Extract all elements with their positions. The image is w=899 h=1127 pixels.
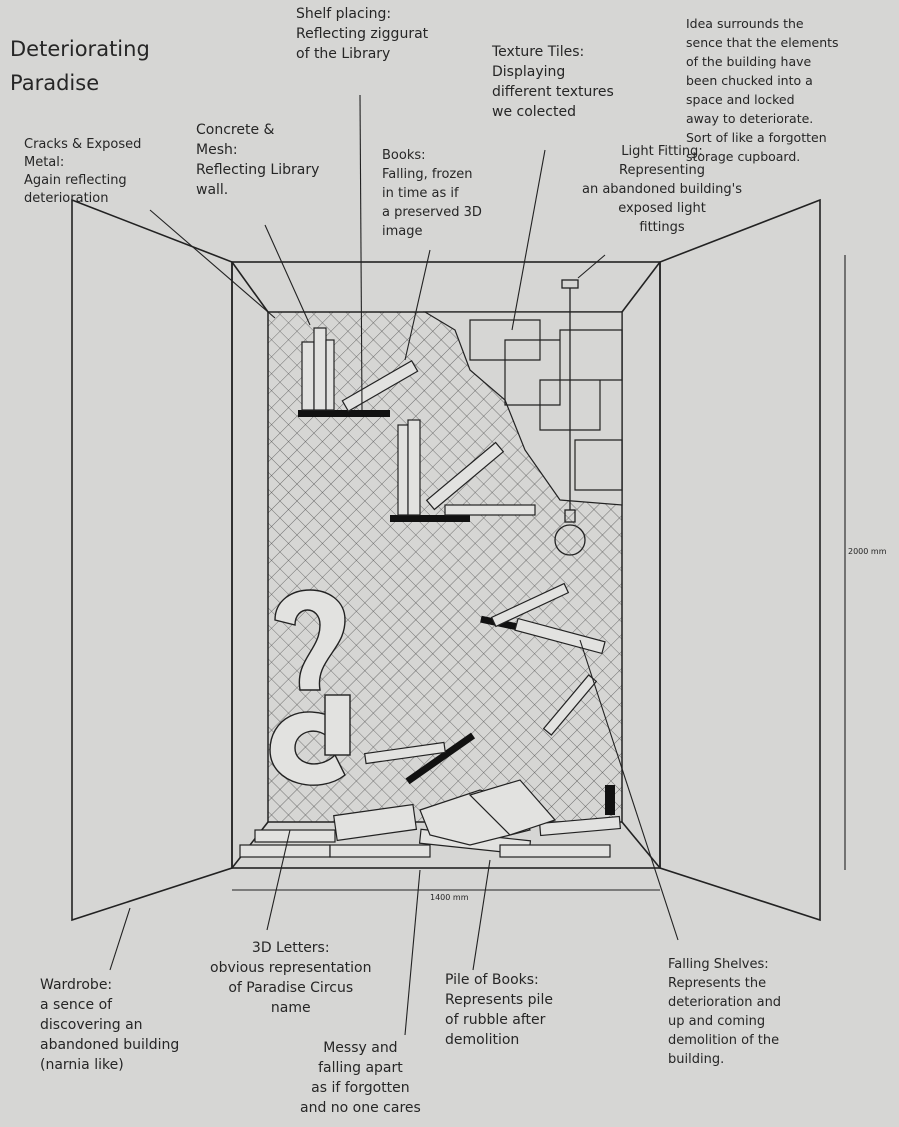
note-falling-shelves: Falling Shelves: Represents the deterior…	[668, 957, 782, 1067]
note-shelf-placing: Shelf placing: Reflecting ziggurat of th…	[296, 6, 429, 62]
right-door	[659, 198, 821, 922]
wardrobe-frame	[231, 261, 661, 869]
note-texture-tiles: Texture Tiles: Displaying different text…	[492, 44, 614, 120]
width-dimension-label: 1400 mm	[430, 893, 469, 902]
note-messy: Messy and falling apart as if forgotten …	[300, 1040, 421, 1116]
letters-3d	[269, 589, 351, 786]
note-idea: Idea surrounds the sence that the elemen…	[686, 16, 839, 164]
note-3d-letters: 3D Letters: obvious representation of Pa…	[210, 940, 372, 1016]
books	[301, 327, 606, 765]
note-books: Books: Falling, frozen in time as if a p…	[382, 148, 482, 239]
note-concrete-mesh: Concrete & Mesh: Reflecting Library wall…	[196, 122, 320, 198]
page-title: Deteriorating Paradise	[10, 37, 150, 95]
note-pile-of-books: Pile of Books: Represents pile of rubble…	[445, 972, 553, 1048]
height-dimension-label: 2000 mm	[848, 547, 887, 556]
note-cracks-metal: Cracks & Exposed Metal: Again reflecting…	[24, 137, 142, 206]
note-light-fitting: Light Fitting: Representing an abandoned…	[582, 144, 743, 235]
note-wardrobe: Wardrobe: a sence of discovering an aban…	[40, 977, 180, 1073]
light-fitting	[554, 279, 586, 556]
left-door	[71, 198, 233, 922]
